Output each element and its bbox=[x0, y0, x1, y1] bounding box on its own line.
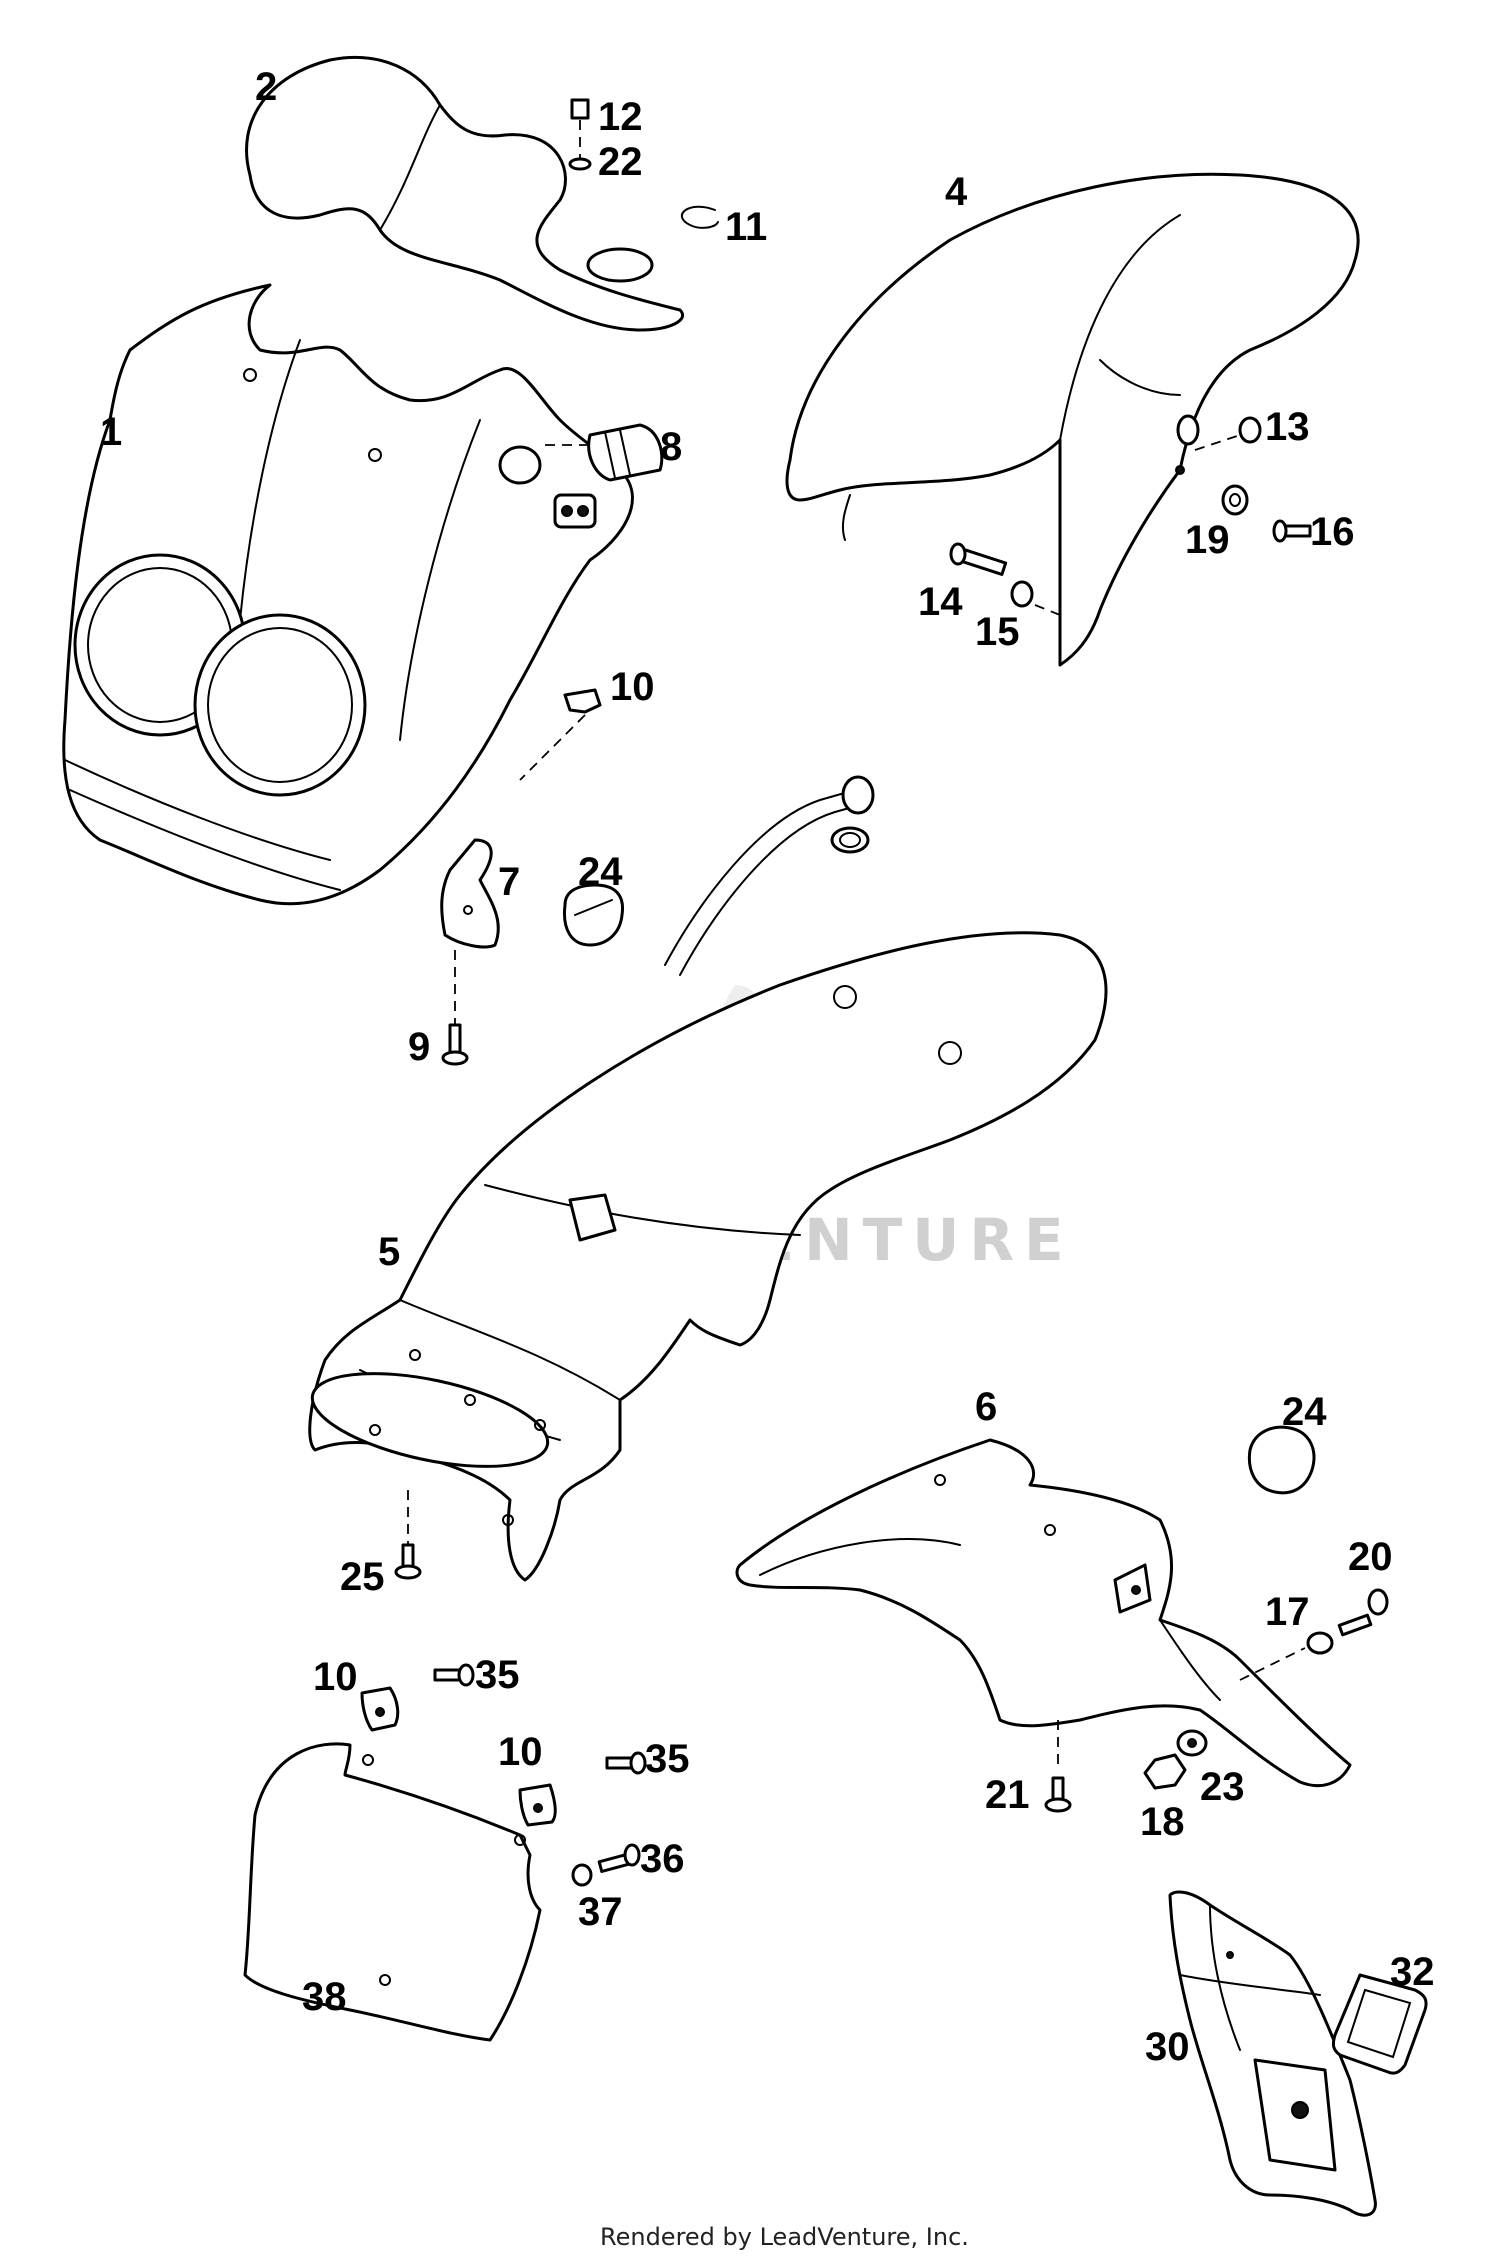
bolt-part-12[interactable] bbox=[570, 98, 590, 160]
label-22: 22 bbox=[598, 140, 643, 184]
washer-part-13[interactable] bbox=[1194, 416, 1262, 451]
label-24-lower: 24 bbox=[1282, 1390, 1327, 1434]
front-fender-part-4[interactable] bbox=[785, 172, 1360, 667]
washer-part-15[interactable] bbox=[1010, 580, 1061, 616]
label-15: 15 bbox=[975, 610, 1020, 654]
screw-part-35-lower[interactable] bbox=[605, 1751, 647, 1775]
grommet-part-8[interactable] bbox=[545, 423, 664, 482]
clip-nut-part-10-upper[interactable] bbox=[519, 688, 602, 781]
label-23: 23 bbox=[1200, 1765, 1245, 1809]
label-1: 1 bbox=[100, 410, 122, 454]
license-holder-part-30[interactable] bbox=[1168, 1890, 1377, 2217]
footer-credit: Rendered by LeadVenture, Inc. bbox=[600, 2223, 969, 2251]
label-36: 36 bbox=[640, 1837, 685, 1881]
label-25: 25 bbox=[340, 1555, 385, 1599]
label-12: 12 bbox=[598, 95, 643, 139]
label-38: 38 bbox=[302, 1975, 347, 2019]
label-16: 16 bbox=[1310, 510, 1355, 554]
mudflap-part-38[interactable] bbox=[243, 1742, 542, 2042]
washer-part-19[interactable] bbox=[1221, 484, 1249, 516]
label-10-upper: 10 bbox=[610, 665, 655, 709]
label-32: 32 bbox=[1390, 1950, 1435, 1994]
label-35-upper: 35 bbox=[475, 1653, 520, 1697]
label-2: 2 bbox=[255, 65, 277, 109]
label-10-right: 10 bbox=[498, 1730, 543, 1774]
label-37: 37 bbox=[578, 1890, 623, 1934]
label-5: 5 bbox=[378, 1230, 400, 1274]
clip-nut-part-10-right[interactable] bbox=[518, 1783, 557, 1827]
cable-guide[interactable] bbox=[664, 775, 875, 976]
label-24-upper: 24 bbox=[578, 850, 623, 894]
label-18: 18 bbox=[1140, 1800, 1185, 1844]
label-4: 4 bbox=[945, 170, 968, 214]
label-17: 17 bbox=[1265, 1590, 1310, 1634]
label-30: 30 bbox=[1145, 2025, 1190, 2069]
reflector-part-24-upper[interactable] bbox=[562, 883, 625, 947]
label-6: 6 bbox=[975, 1385, 997, 1429]
label-7: 7 bbox=[498, 860, 520, 904]
screw-part-35-upper[interactable] bbox=[433, 1663, 475, 1687]
label-9: 9 bbox=[408, 1025, 430, 1069]
bracket-part-7[interactable] bbox=[440, 838, 500, 1030]
label-21: 21 bbox=[985, 1773, 1030, 1817]
washer-part-23[interactable] bbox=[1176, 1729, 1208, 1757]
washer-part-22[interactable] bbox=[568, 157, 592, 171]
screw-part-21[interactable] bbox=[1044, 1776, 1072, 1813]
frame-part-32[interactable] bbox=[1331, 1973, 1428, 2075]
screw-part-9[interactable] bbox=[441, 1023, 469, 1066]
label-13: 13 bbox=[1265, 405, 1310, 449]
washer-part-17[interactable] bbox=[1239, 1631, 1334, 1681]
screw-part-16[interactable] bbox=[1272, 519, 1312, 543]
washer-part-37[interactable] bbox=[571, 1863, 593, 1887]
rear-fender-part-5[interactable] bbox=[304, 931, 1108, 1582]
screw-part-25[interactable] bbox=[394, 1490, 422, 1580]
label-20: 20 bbox=[1348, 1535, 1393, 1579]
label-10-left: 10 bbox=[313, 1655, 358, 1699]
nut-part-18[interactable] bbox=[1143, 1753, 1187, 1790]
rear-panel-part-6[interactable] bbox=[735, 1438, 1352, 1788]
screw-part-36[interactable] bbox=[597, 1843, 641, 1873]
label-14: 14 bbox=[918, 580, 963, 624]
screw-part-14[interactable] bbox=[949, 542, 1008, 576]
label-19: 19 bbox=[1185, 518, 1230, 562]
clip-nut-part-10-left[interactable] bbox=[360, 1686, 400, 1732]
screw-part-20[interactable] bbox=[1337, 1588, 1389, 1637]
reflector-part-24-lower[interactable] bbox=[1247, 1425, 1316, 1495]
label-8: 8 bbox=[660, 425, 682, 469]
part-labels: 1 2 4 5 6 7 8 9 10 10 10 11 12 13 14 15 … bbox=[100, 65, 1435, 2069]
clip-part-11[interactable] bbox=[681, 205, 719, 229]
label-11: 11 bbox=[725, 205, 767, 249]
headlight-mask-part-1[interactable] bbox=[62, 283, 634, 906]
windshield-part-2[interactable] bbox=[245, 55, 684, 332]
label-35-lower: 35 bbox=[645, 1737, 690, 1781]
